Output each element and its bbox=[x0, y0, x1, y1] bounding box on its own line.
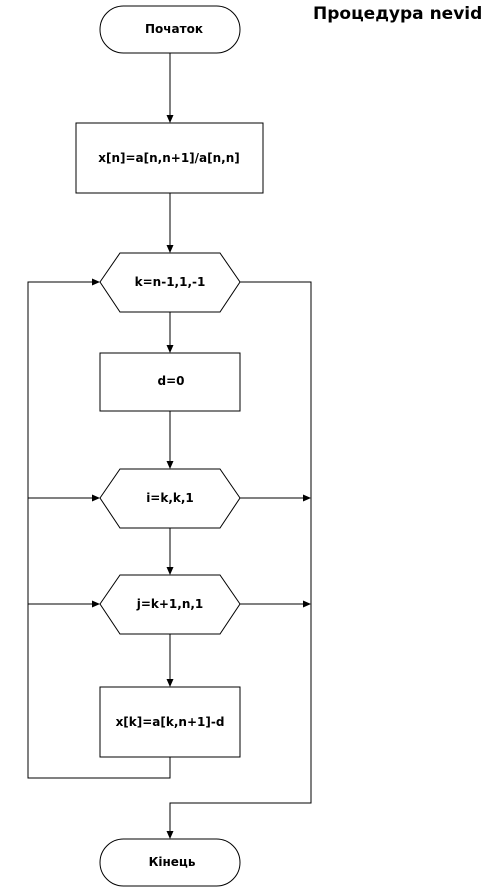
arrowhead bbox=[166, 345, 174, 353]
loop-i: i=k,k,1 bbox=[99, 468, 241, 529]
loop-k: k=n-1,1,-1 bbox=[99, 252, 241, 313]
loop-i-label: i=k,k,1 bbox=[146, 491, 194, 505]
terminator-shape bbox=[99, 5, 241, 54]
process-assign-d: d=0 bbox=[99, 352, 241, 412]
arrowhead bbox=[166, 831, 174, 839]
end-label: Кінець bbox=[149, 855, 196, 869]
loop-shape bbox=[99, 574, 241, 635]
arrowhead bbox=[92, 278, 100, 286]
process-shape bbox=[99, 686, 241, 758]
start-terminator: Початок bbox=[99, 5, 241, 54]
start-label: Початок bbox=[145, 22, 203, 36]
arrowhead bbox=[166, 679, 174, 687]
arrowhead bbox=[303, 600, 311, 608]
arrowhead bbox=[303, 494, 311, 502]
loop-shape bbox=[99, 252, 241, 313]
arrowhead bbox=[92, 494, 100, 502]
arrowhead bbox=[92, 600, 100, 608]
arrowhead bbox=[166, 245, 174, 253]
process-assign-xk: x[k]=a[k,n+1]-d bbox=[99, 686, 241, 758]
process-assign-xn: x[n]=a[n,n+1]/a[n,n] bbox=[75, 122, 264, 194]
assign-xk-label: x[k]=a[k,n+1]-d bbox=[116, 715, 225, 729]
assign-xn-label: x[n]=a[n,n+1]/a[n,n] bbox=[98, 151, 240, 165]
assign-d-label: d=0 bbox=[158, 374, 185, 388]
end-terminator: Кінець bbox=[99, 838, 241, 887]
arrowhead bbox=[166, 461, 174, 469]
loop-j-label: j=k+1,n,1 bbox=[136, 597, 204, 611]
terminator-shape bbox=[99, 838, 241, 887]
process-shape bbox=[75, 122, 264, 194]
process-shape bbox=[99, 352, 241, 412]
arrowhead bbox=[166, 567, 174, 575]
edge-loop-back-to-loop-k bbox=[27, 281, 171, 779]
diagram-title: Процедура nevid bbox=[313, 4, 482, 24]
loop-j: j=k+1,n,1 bbox=[99, 574, 241, 635]
edge-loop-k-exit-to-end bbox=[169, 281, 312, 832]
loop-k-label: k=n-1,1,-1 bbox=[135, 275, 206, 289]
arrowhead bbox=[166, 115, 174, 123]
loop-shape bbox=[99, 468, 241, 529]
